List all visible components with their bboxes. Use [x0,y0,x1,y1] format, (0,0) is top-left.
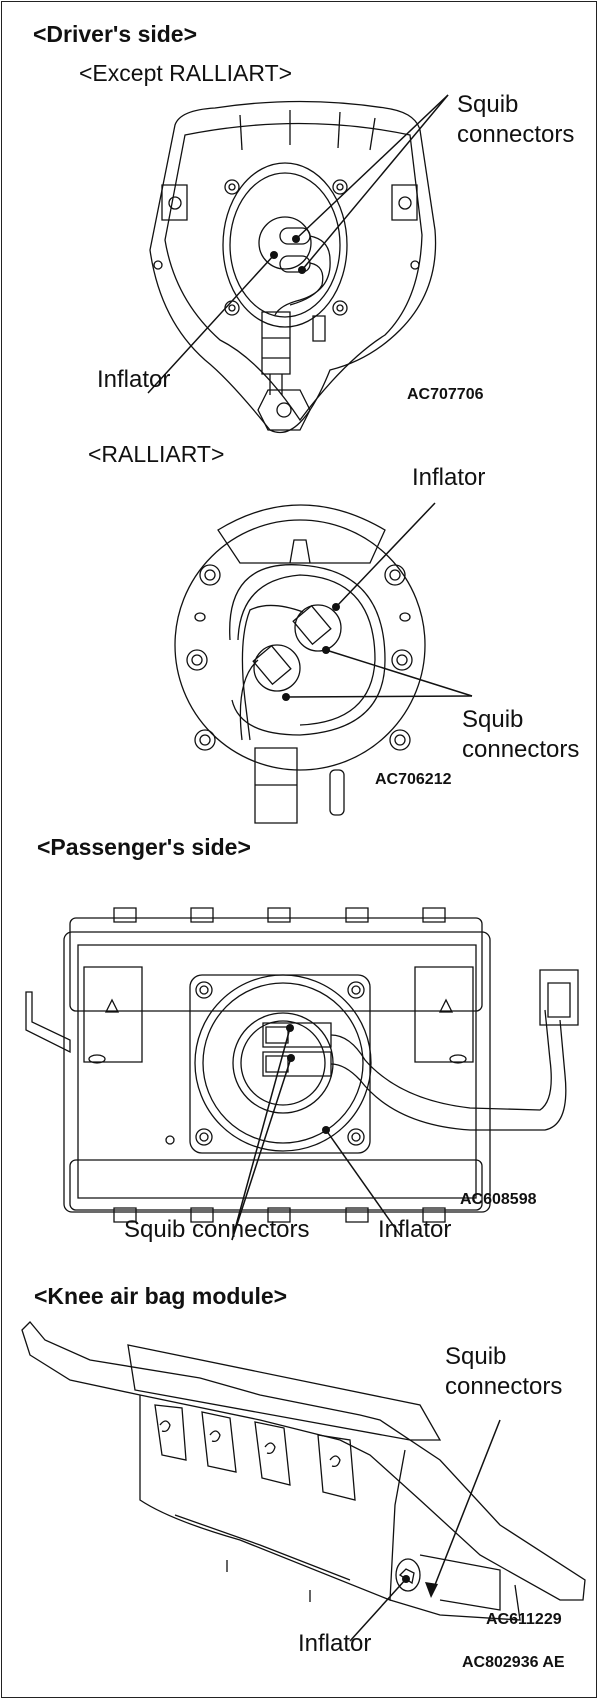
ralliart-squib-leader-2 [286,696,472,697]
knee-squib-label-line2: connectors [445,1373,563,1400]
driver-squib-leader-1 [296,95,448,239]
knee-bracket [22,1322,585,1600]
driver-squib-leader-2 [302,95,448,270]
ralliart-inflator [230,565,385,735]
ralliart-inflator-leader [336,503,435,607]
ralliart-pad-outline [175,520,425,770]
knee-squib-leader [431,1420,500,1595]
passenger-figure-code: AC608598 [460,1191,537,1208]
driver-inflator-label: Inflator [97,366,171,393]
ralliart-squib-label-line1: Squib [462,706,524,733]
except-ralliart-subheading: <Except RALLIART> [79,60,293,86]
passenger-squib-leader-2 [232,1028,290,1240]
driver-side-heading: <Driver's side> [33,21,198,47]
passenger-module-housing [70,918,482,1011]
knee-inflator [396,1559,420,1591]
ralliart-figure-code: AC706212 [375,771,452,788]
knee-airbag-heading: <Knee air bag module> [34,1283,288,1309]
driver-squib-label-line2: connectors [457,121,575,148]
ralliart-squib-leader-1 [326,650,472,696]
knee-squib-label-line1: Squib [445,1343,507,1370]
knee-inflator-leader [350,1579,406,1641]
knee-module-body [140,1395,405,1600]
knee-top-flange [128,1345,440,1440]
driver-figure-code: AC707706 [407,386,484,403]
passenger-side-heading: <Passenger's side> [37,834,251,860]
knee-figure-code: AC611229 [486,1611,562,1628]
passenger-inflator-label: Inflator [378,1216,452,1243]
passenger-inflator-leader [326,1130,400,1235]
driver-inflator-leader [148,255,274,393]
passenger-squib-label: Squib connectors [124,1216,310,1243]
steering-pad-outline [150,102,436,433]
passenger-squib-leader-1 [232,1058,291,1240]
ralliart-inflator-label: Inflator [412,464,486,491]
ralliart-subheading: <RALLIART> [88,441,225,467]
ralliart-squib-label-line2: connectors [462,736,580,763]
overall-figure-code: AC802936 AE [462,1654,565,1671]
driver-inflator-disc [223,163,347,327]
knee-inflator-label: Inflator [298,1630,372,1657]
driver-squib-label-line1: Squib [457,91,519,118]
